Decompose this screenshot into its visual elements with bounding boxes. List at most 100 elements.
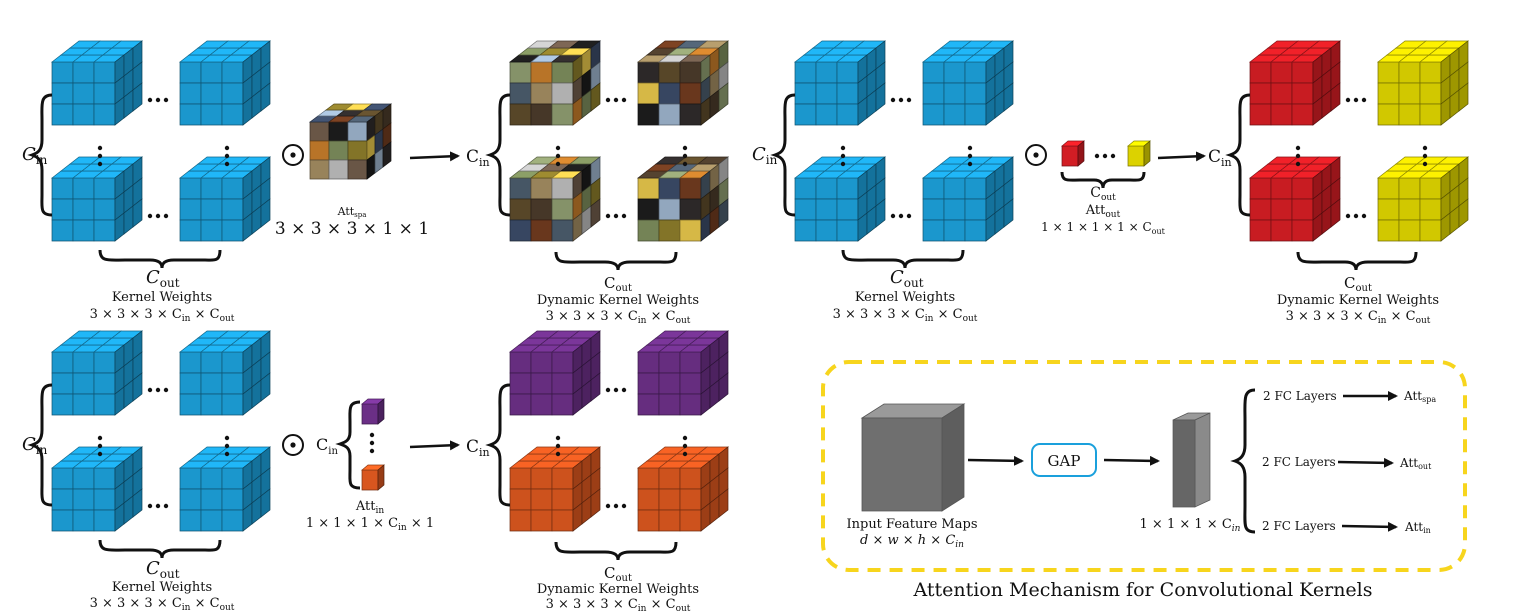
cube-cell [221,103,244,126]
cube-cell [200,488,223,511]
cube-cell [1291,219,1314,242]
cube-cell [836,198,859,221]
ellipsis-dot [682,435,688,441]
cube-cell [815,61,838,84]
cube-cell [679,103,702,126]
cube-cell [637,509,660,532]
cube-cell [347,159,368,180]
ellipsis-dot [369,448,375,454]
ellipsis-dot [613,213,619,219]
ellipsis-dot [840,161,846,167]
cube-cell [875,198,886,228]
cube-cell [221,82,244,105]
cube-cell [72,509,95,532]
ellipsis-dot [967,153,973,159]
kernel-weights-cube [921,156,1015,242]
cube-cell [93,219,116,242]
cube-cell [1458,198,1469,228]
cube-face [377,464,385,491]
kernel-weights-cube [921,40,1015,126]
cube-cell [1419,198,1442,221]
ellipsis-dot [967,161,973,167]
cube-face [361,469,379,491]
att-in-output: Attin [1404,520,1431,535]
cube-cell [51,177,74,200]
ellipsis-dot [224,451,230,457]
kernel-weights-cube [50,40,144,126]
ellipsis-dot [621,503,627,509]
cube-cell [93,372,116,395]
cube-cell [530,177,553,200]
cube-cell [964,219,987,242]
c-in-label: Cin [316,435,338,457]
dynamic-kernel-weights-title: Dynamic Kernel Weights [1277,293,1439,308]
cube-cell [509,61,532,84]
cube-cell [1377,82,1400,105]
cube-cell [530,509,553,532]
cube-cell [718,488,729,518]
cube-cell [179,393,202,416]
ellipsis-dot [97,435,103,441]
ellipsis-dot [155,503,161,509]
input-feature-maps-dims: d × w × h × Cin [860,533,964,550]
cube-cell [718,82,729,112]
cube-cell [509,103,532,126]
cube-cell [1270,219,1293,242]
c-in-label: Cin [466,437,490,459]
dynamic-kernel-cube [508,156,602,242]
cube-cell [943,82,966,105]
cube-cell [1330,82,1341,112]
cube-cell [836,61,859,84]
cube-cell [922,82,945,105]
cube-face [1061,145,1079,167]
cube-cell [530,198,553,221]
ellipsis-dot [1295,153,1301,159]
cube-cell [530,467,553,490]
cube-cell [132,488,143,518]
dynamic-kernel-cube [1248,156,1342,242]
ellipsis-dot [97,161,103,167]
cube-cell [93,61,116,84]
cube-cell [509,509,532,532]
cube-cell [637,488,660,511]
kernel-weights-cube [178,330,272,416]
cube-cell [221,351,244,374]
cube-cell [658,488,681,511]
cube-cell [551,82,574,105]
cube-cell [200,177,223,200]
cube-face [1143,140,1151,167]
cube-cell [51,351,74,374]
ellipsis-dot [840,145,846,151]
kernel-weights-dims: 3 × 3 × 3 × Cin × Cout [833,307,978,324]
att-in-cube [361,398,385,425]
cube-cell [551,219,574,242]
cube-cell [637,177,660,200]
cube-cell [200,219,223,242]
attention-caption: Attention Mechanism for Convolutional Ke… [912,579,1372,601]
cube-cell [509,351,532,374]
cube-cell [72,219,95,242]
ellipsis-dot [1295,145,1301,151]
kernel-cubes [50,40,1470,532]
cube-cell [1398,103,1421,126]
cube-cell [72,372,95,395]
cube-cell [794,198,817,221]
ellipsis-dot [1094,153,1100,159]
cube-cell [637,393,660,416]
cube-cell [530,488,553,511]
ellipsis-dot [682,145,688,151]
cube-cell [551,198,574,221]
cube-cell [1419,177,1442,200]
cube-cell [179,372,202,395]
fc-layers-label: 2 FC Layers [1262,519,1336,533]
cube-cell [1003,82,1014,112]
cube-cell [1249,219,1272,242]
kernel-weights-cube [178,156,272,242]
cube-cell [530,219,553,242]
c-in-label: Cin [22,144,48,167]
cube-cell [309,159,330,180]
cube-cell [530,61,553,84]
cube-cell [551,467,574,490]
cube-cell [551,509,574,532]
